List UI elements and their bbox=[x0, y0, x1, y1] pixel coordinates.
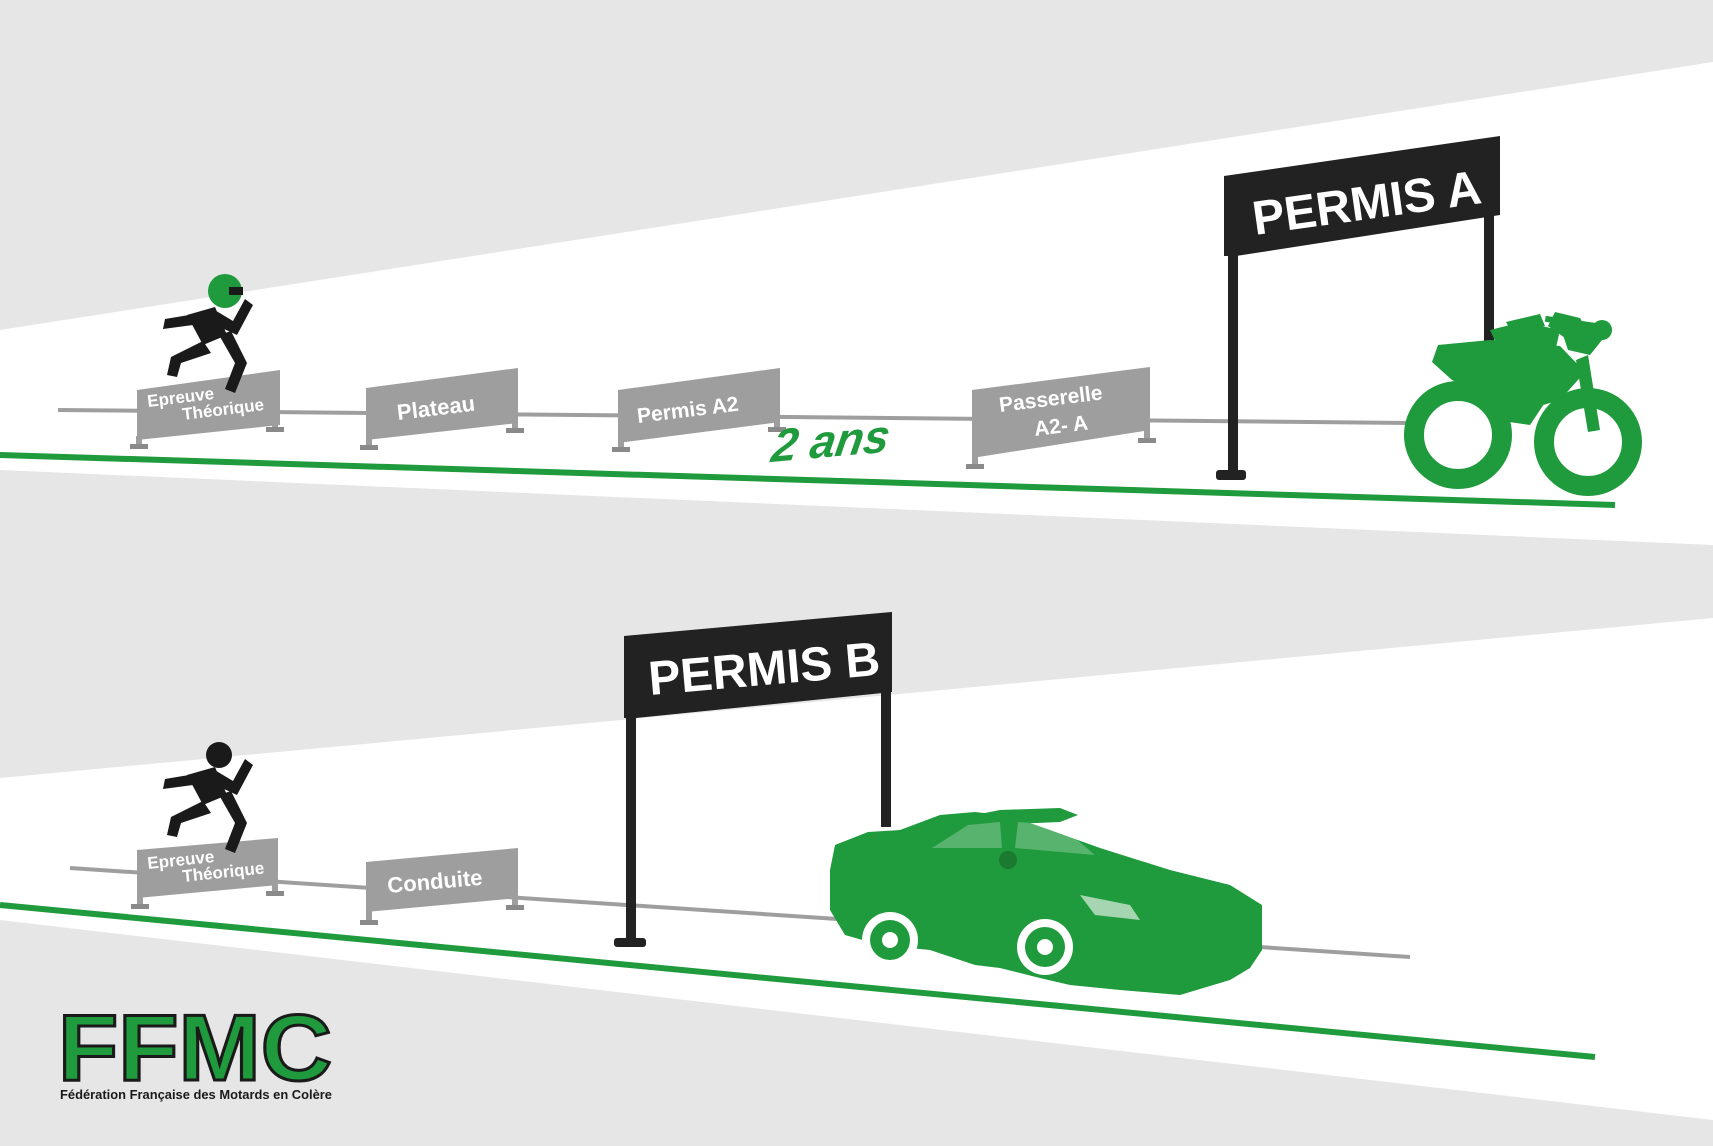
arch-post-right bbox=[1484, 205, 1494, 350]
car-icon bbox=[830, 808, 1262, 995]
track-a-green-line bbox=[0, 452, 1616, 508]
finish-arch-a: PERMIS A bbox=[1216, 136, 1500, 480]
logo-acronym: FFMC bbox=[58, 995, 332, 1100]
hurdle-epreuve-theorique-a: Epreuve Théorique bbox=[130, 370, 284, 449]
ffmc-logo: FFMC Fédération Française des Motards en… bbox=[57, 994, 334, 1103]
duration-label: 2 ans bbox=[767, 410, 893, 472]
motorcycle-icon bbox=[1404, 312, 1642, 496]
track-b: Epreuve Théorique Conduite PERMIS B bbox=[0, 612, 1596, 1060]
hurdle-plateau: Plateau bbox=[360, 368, 524, 450]
hurdle-epreuve-theorique-b: Epreuve Théorique bbox=[131, 838, 284, 909]
track-b-green-line bbox=[0, 902, 1596, 1060]
logo-full-name: Fédération Française des Motards en Colè… bbox=[60, 1087, 332, 1102]
arch-post-right bbox=[881, 692, 891, 827]
finish-sign-b bbox=[624, 612, 892, 718]
hurdle-passerelle: Passerelle A2- A bbox=[966, 367, 1156, 469]
arch-post-left bbox=[626, 710, 636, 942]
finish-sign-a bbox=[1224, 136, 1500, 256]
hurdle-permis-a2: Permis A2 bbox=[612, 368, 786, 452]
arch-post-left bbox=[1228, 250, 1238, 476]
finish-arch-b: PERMIS B bbox=[614, 612, 892, 947]
helmeted-runner-icon bbox=[163, 274, 253, 393]
track-a: Epreuve Théorique Plateau Permis A2 2 an… bbox=[0, 136, 1642, 508]
hurdle-conduite: Conduite bbox=[360, 848, 524, 925]
runner-icon bbox=[163, 742, 253, 853]
